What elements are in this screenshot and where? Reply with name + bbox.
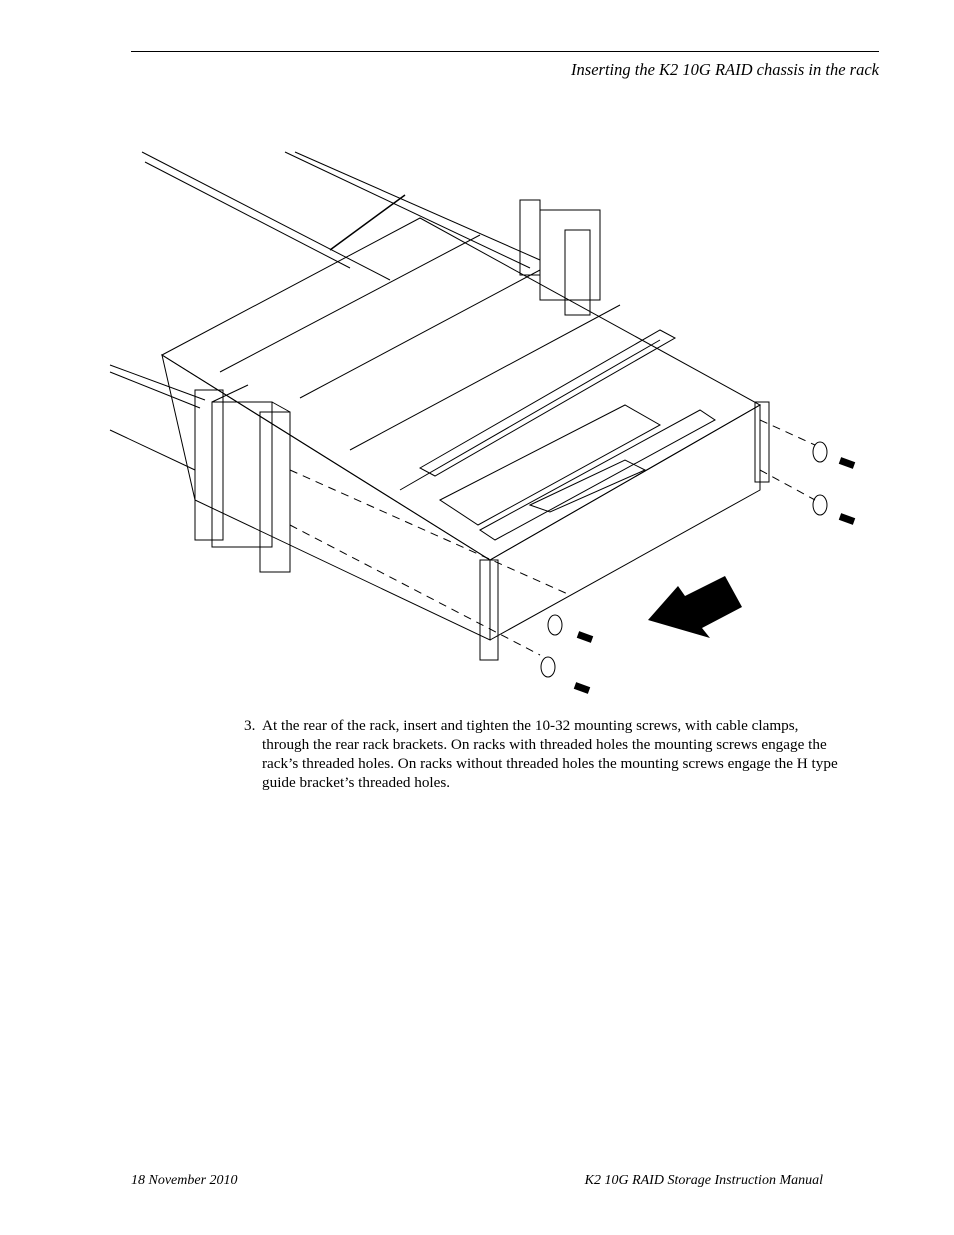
footer-manual-title: K2 10G RAID Storage Instruction Manual: [584, 1173, 823, 1188]
page-header-title: Inserting the K2 10G RAID chassis in the…: [571, 60, 879, 79]
header-rule: [131, 51, 879, 52]
washers-screws: [540, 441, 856, 694]
alignment-lines: [289, 419, 816, 656]
rear-rails: [109, 151, 541, 471]
chassis-installation-figure: [109, 151, 856, 694]
step-text: At the rear of the rack, insert and tigh…: [262, 717, 838, 791]
chassis-top: [161, 217, 762, 561]
rack-posts-left: [194, 384, 291, 573]
step-number: 3.: [244, 717, 256, 734]
chassis-front: [161, 353, 770, 661]
insertion-arrow: [648, 576, 742, 638]
footer-date: 18 November 2010: [131, 1173, 238, 1188]
rack-posts-right: [519, 199, 601, 316]
step-item: 3. At the rear of the rack, insert and t…: [244, 716, 844, 792]
